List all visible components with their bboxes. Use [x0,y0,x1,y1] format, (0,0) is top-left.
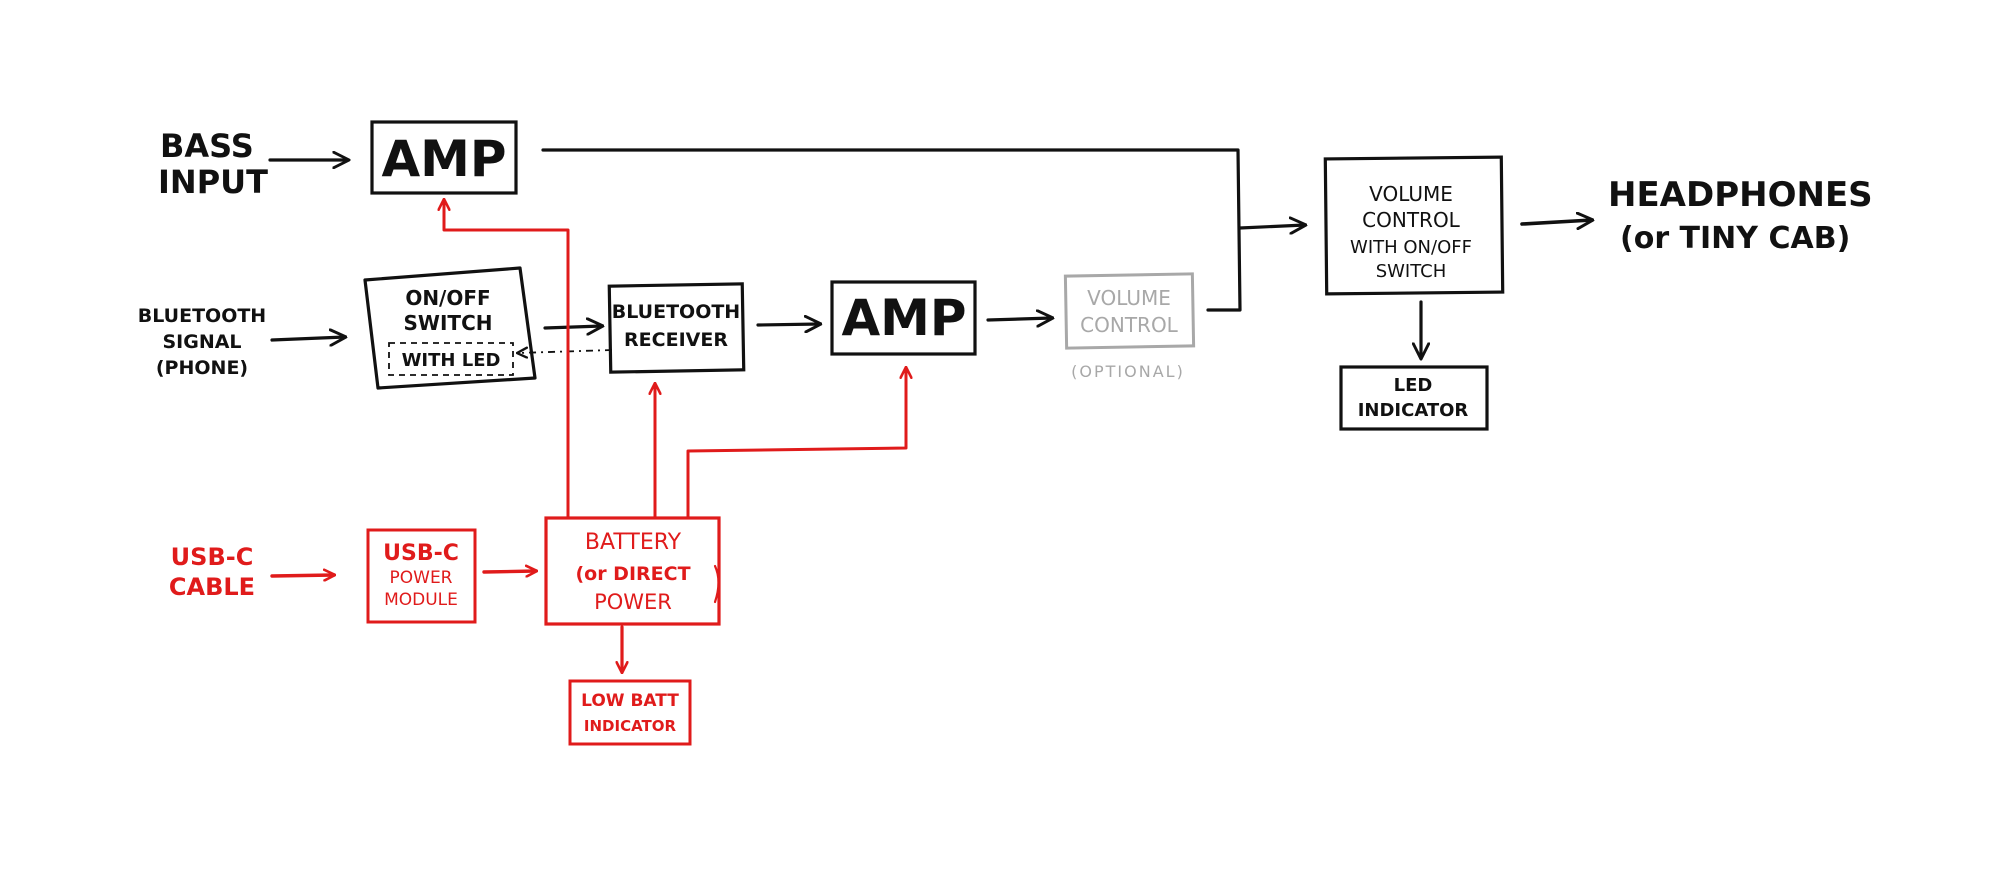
amp-top-block: AMP [370,120,518,195]
arrow-volume-to-headphones [1520,220,1592,224]
bass-input-line2: INPUT [158,163,268,201]
led-indicator-line2: INDICATOR [1358,400,1469,421]
switch-led-label: WITH LED [402,350,501,371]
amp-mid-label: AMP [841,289,966,347]
battery-block: BATTERY (or DIRECT POWER [544,516,721,626]
arrow-usb-cable-to-module [270,575,334,576]
bass-input-line1: BASS [160,127,254,165]
arrow-amp-to-optional-volume [986,318,1052,320]
amp-top-label: AMP [381,130,506,188]
main-volume-line2: CONTROL [1362,208,1461,232]
bt-receiver-line1: BLUETOOTH [612,301,740,323]
optional-volume-block: VOLUME CONTROL (OPTIONAL) [1063,272,1196,381]
headphones-line1: HEADPHONES [1608,175,1873,215]
usb-module-line3: MODULE [384,590,458,610]
bt-signal-line1: BLUETOOTH [138,305,266,327]
power-line-to-amp-top [444,200,570,517]
optional-volume-line2: CONTROL [1080,313,1179,337]
lowbatt-line2: INDICATOR [584,717,677,735]
battery-line1: BATTERY [585,530,682,555]
optional-volume-line1: VOLUME [1087,286,1171,310]
bt-receiver-line2: RECEIVER [624,329,728,351]
headphones-line2: (or TINY CAB) [1620,221,1850,256]
bt-signal-line3: (PHONE) [156,357,248,379]
low-batt-indicator-block: LOW BATT INDICATOR [568,679,692,746]
usb-cable-line2: CABLE [169,573,255,601]
usb-c-power-module-block: USB-C POWER MODULE [366,528,477,624]
led-indicator-block: LED INDICATOR [1339,365,1489,431]
main-volume-line3: WITH ON/OFF [1350,237,1472,258]
amp-mid-block: AMP [830,280,977,356]
bluetooth-signal-label: BLUETOOTH SIGNAL (PHONE) [138,305,266,379]
battery-line2: (or DIRECT [575,563,690,585]
usb-cable-line1: USB-C [171,543,254,571]
usb-module-line1: USB-C [383,541,459,566]
dashed-led-link [518,350,613,353]
on-off-switch-block: ON/OFF SWITCH WITH LED [363,266,537,390]
optional-volume-note: (OPTIONAL) [1071,362,1185,381]
switch-line1: ON/OFF [405,286,490,310]
power-line-to-amp-mid [686,368,906,517]
arrow-module-to-battery [482,571,536,572]
arrow-switch-to-bt-receiver [543,326,602,328]
arrow-bt-receiver-to-amp [756,324,820,325]
usb-c-cable-label: USB-C CABLE [169,543,255,601]
line-amp-top-to-junction [541,148,1242,312]
arrow-bt-signal-to-switch [270,337,345,340]
bass-input-label: BASS INPUT [158,127,268,201]
usb-module-line2: POWER [390,568,453,588]
arrow-junction-to-volume [1238,225,1305,228]
bt-signal-line2: SIGNAL [162,331,241,353]
switch-line2: SWITCH [404,311,493,335]
battery-line3: POWER [594,590,672,614]
bluetooth-receiver-block: BLUETOOTH RECEIVER [607,282,746,374]
main-volume-line4: SWITCH [1376,261,1447,282]
main-volume-block: VOLUME CONTROL WITH ON/OFF SWITCH [1323,155,1505,296]
headphones-output-label: HEADPHONES (or TINY CAB) [1608,175,1873,256]
main-volume-line1: VOLUME [1369,182,1453,206]
lowbatt-line1: LOW BATT [581,691,679,711]
led-indicator-line1: LED [1394,375,1433,396]
